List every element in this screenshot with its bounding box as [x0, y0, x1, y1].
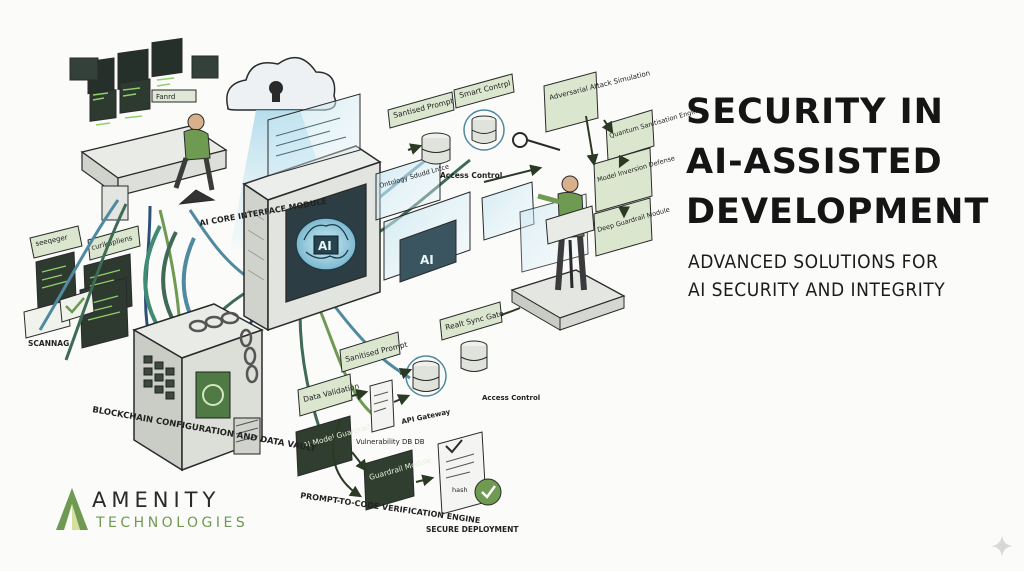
workstation: Fanrd	[69, 37, 228, 221]
cloud-lock-icon	[226, 56, 337, 111]
ai-screen-label: AI	[420, 253, 434, 267]
subheadline-line-2: AI SECURITY AND INTEGRITY	[688, 279, 946, 301]
access-control-bottom-label: Access Control	[482, 394, 540, 402]
brain-chip: AI	[295, 217, 357, 271]
lower-flow: AI Model Guardrail Guardrail Module hash…	[295, 415, 519, 534]
central-server: AI AI CORE INTERFACE MODULE Ontology Sdu…	[199, 93, 471, 332]
headline-line-3: DEVELOPMENT	[686, 192, 990, 232]
subheadline-line-1: ADVANCED SOLUTIONS FOR	[688, 251, 939, 273]
document-icon-vuln	[369, 379, 395, 433]
key-icon	[512, 132, 561, 151]
brand-name: AMENITY	[92, 488, 221, 512]
brand-tagline: TECHNOLOGIES	[96, 515, 249, 531]
ai-chip-label: AI	[318, 239, 332, 253]
database-icon-top-1	[421, 132, 451, 165]
vuln-db-label: Vulnerability DB DB	[356, 438, 425, 446]
left-panel-group: seeqeger curikapliens SCANNAG	[23, 225, 141, 349]
chain	[188, 311, 259, 384]
scanning-label: SCANNAG	[28, 339, 69, 348]
presenter-platform	[449, 164, 626, 334]
database-icon-top-2	[463, 109, 505, 151]
document-icon-deploy: hash	[437, 431, 502, 515]
api-gateway-label: API Gateway	[401, 408, 452, 426]
headline-line-2: AI-ASSISTED	[686, 142, 943, 182]
doc-hash-label: hash	[452, 486, 468, 494]
sparkle-icon	[991, 535, 1013, 557]
headline-line-1: SECURITY IN	[686, 92, 944, 132]
secure-deployment-label: SECURE DEPLOYMENT	[426, 525, 519, 534]
amenity-logo-mark	[56, 488, 88, 530]
database-icon-mid-2	[460, 340, 488, 372]
workstation-badge: Fanrd	[156, 93, 175, 101]
database-icon-mid-1	[405, 355, 447, 397]
access-control-top-label: Access Control	[440, 171, 502, 180]
